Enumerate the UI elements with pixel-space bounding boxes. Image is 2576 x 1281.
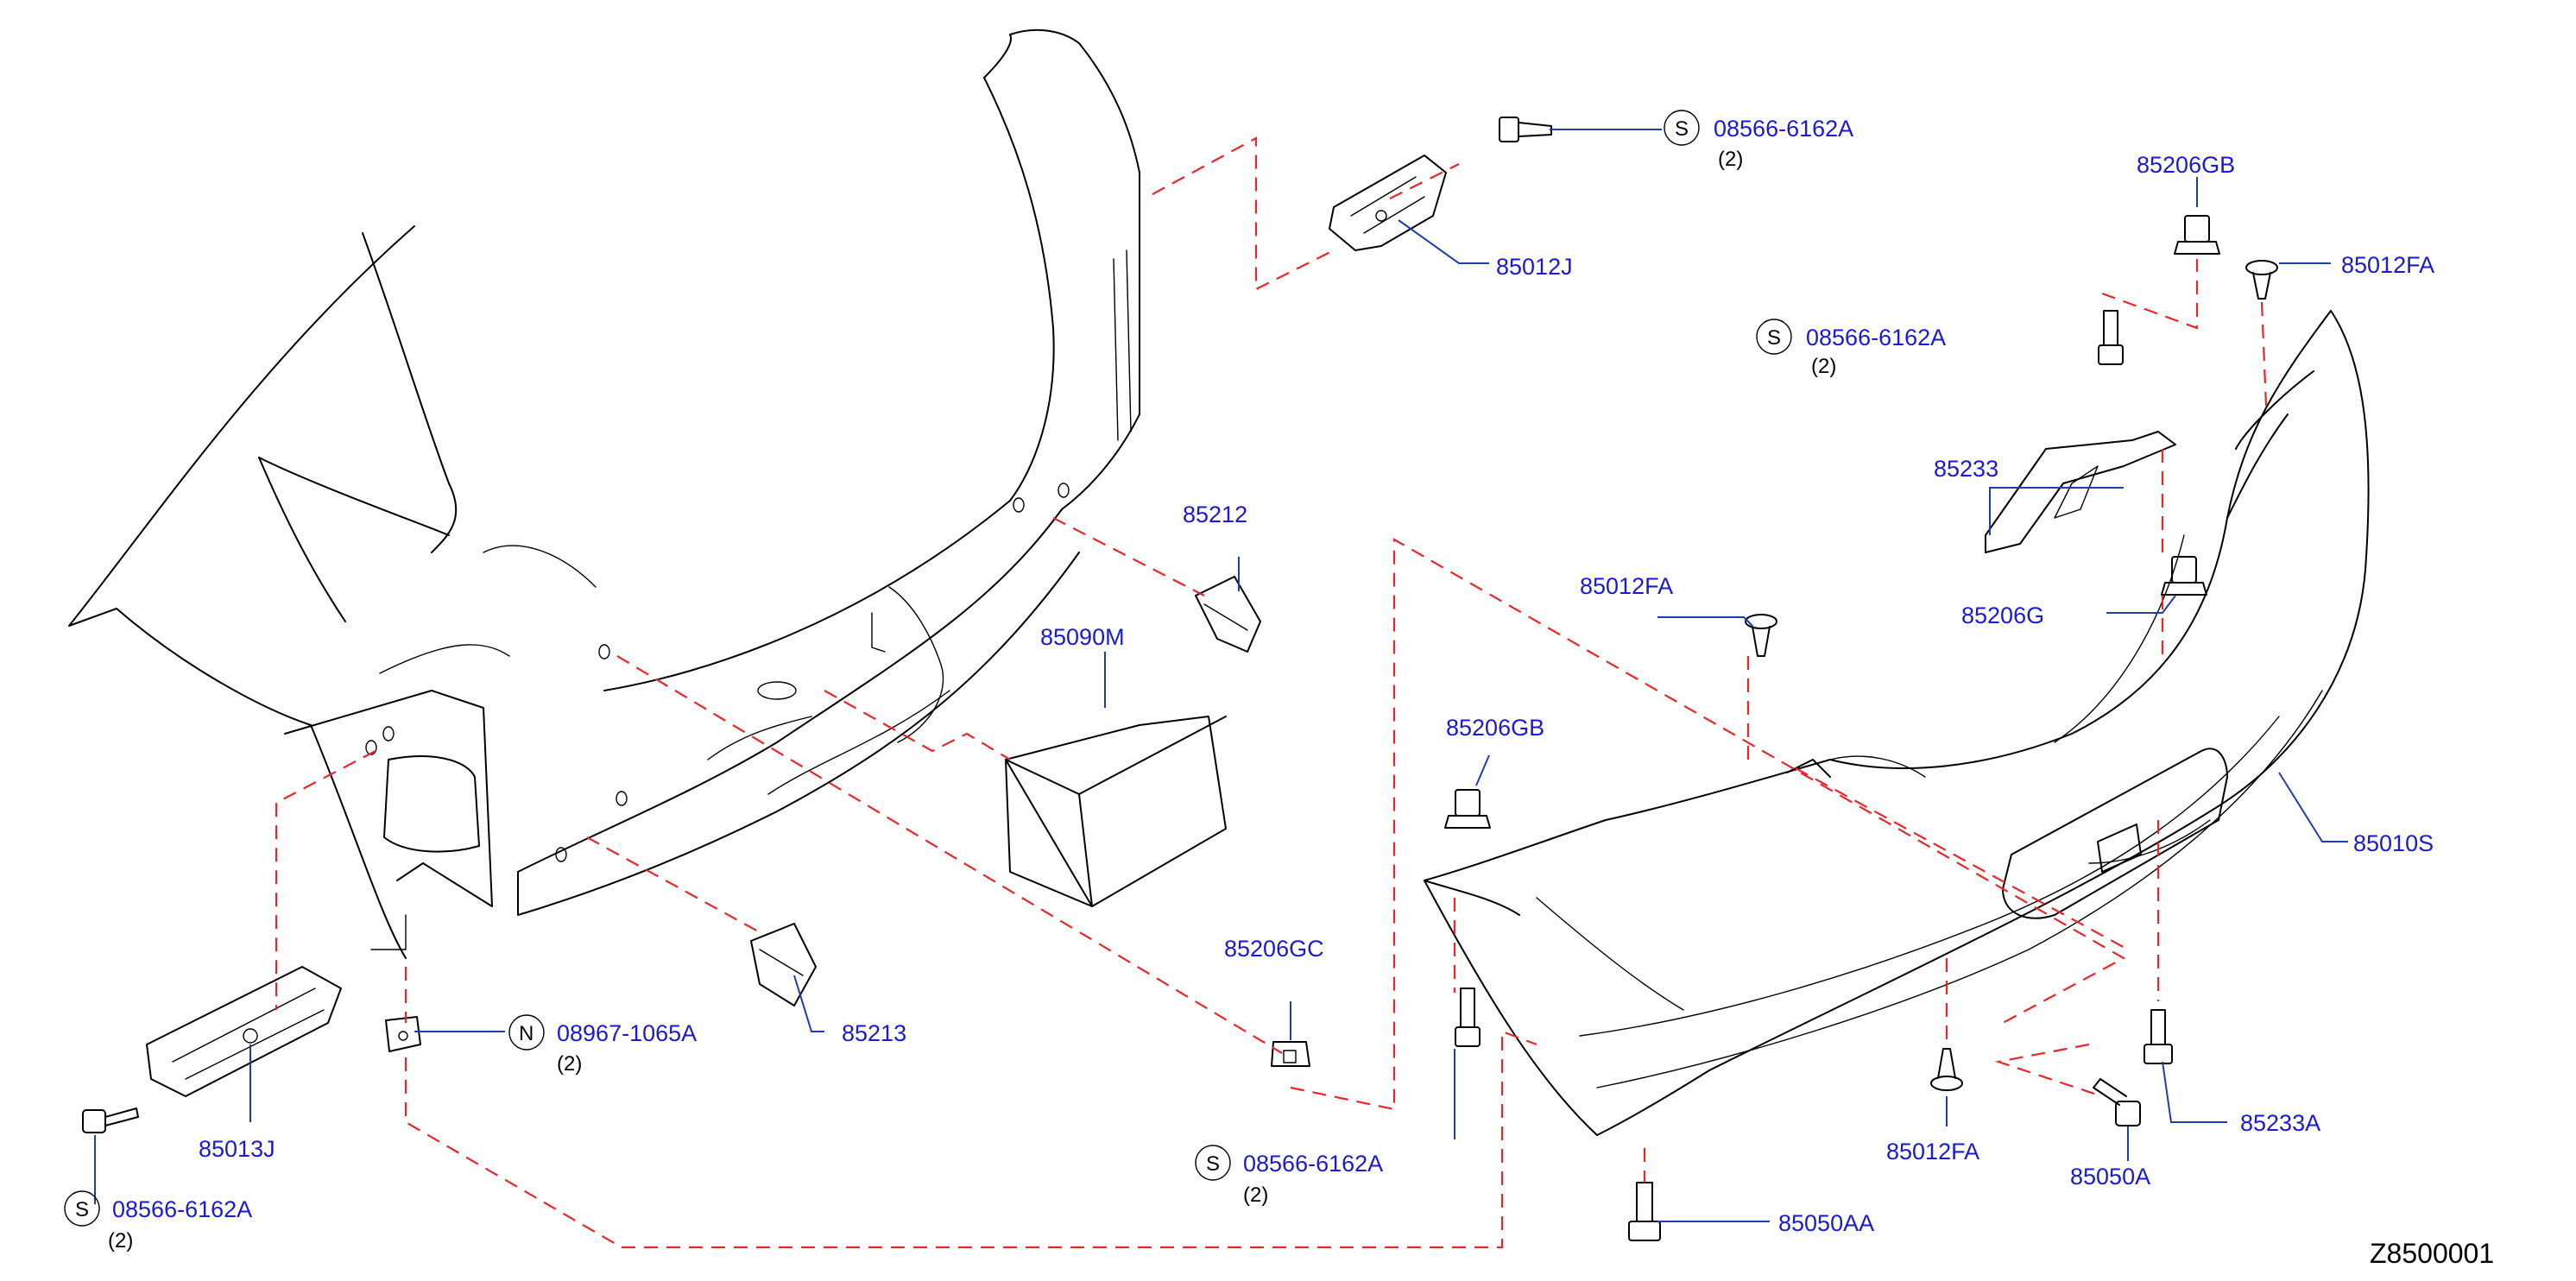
bumper-fascia: [1424, 310, 2370, 1136]
bolt-icon: [1455, 988, 1481, 1047]
part-label: 85233A: [2240, 1110, 2320, 1136]
part-label: 85012J: [1496, 254, 1573, 280]
part-label: 08566-6162A: [1243, 1151, 1383, 1177]
bolt-icon: [1499, 117, 1552, 142]
part-label: 85212: [1183, 502, 1247, 527]
clip-icon: [1745, 614, 1777, 657]
part-label: 85012FA: [1886, 1139, 1979, 1164]
assembly-lines: [275, 136, 2268, 1249]
part-label: 85050A: [2070, 1164, 2150, 1190]
part-label: 85233: [1934, 456, 1998, 482]
nut-icon: [385, 1016, 421, 1052]
clip-icon: [1930, 1048, 1963, 1091]
part-label: 85010S: [2353, 830, 2434, 856]
symbol-s: S: [75, 1198, 89, 1221]
leader-lines: [94, 129, 2348, 1222]
bracket-icon: [146, 966, 342, 1097]
foam-block-icon: [1005, 716, 1227, 907]
part-qty: (2): [557, 1052, 582, 1076]
clip-icon: [750, 923, 817, 1006]
clip-icon: [2245, 260, 2278, 300]
part-label: 85013J: [199, 1136, 275, 1162]
part-label: 85206G: [1961, 603, 2044, 628]
part-label: 85012FA: [2341, 252, 2434, 278]
bolt-icon: [2144, 1009, 2173, 1064]
part-labels: 08566-6162A (2) 85012J 85206GB 85012FA 0…: [108, 116, 2434, 1253]
symbol-s: S: [1767, 326, 1781, 350]
part-label: 85050AA: [1778, 1210, 1874, 1236]
clip-icon: [1271, 1041, 1310, 1067]
symbol-s: S: [1675, 117, 1689, 141]
symbol-s: S: [1206, 1152, 1220, 1176]
part-label: 08566-6162A: [1714, 116, 1853, 142]
part-label: 85206GB: [2137, 152, 2235, 178]
clip-icon: [2174, 215, 2220, 255]
diagram-id: Z8500001: [2370, 1238, 2494, 1269]
callout-symbols: S S N S S: [64, 110, 1792, 1227]
part-label: 08566-6162A: [112, 1196, 252, 1222]
part-qty: (2): [1811, 355, 1836, 378]
bolt-icon: [2098, 310, 2124, 365]
part-label: 08566-6162A: [1806, 325, 1946, 350]
part-qty: (2): [1243, 1183, 1268, 1207]
part-label: 85206GC: [1224, 936, 1324, 962]
symbol-n: N: [519, 1022, 534, 1045]
part-label: 08967-1065A: [557, 1020, 697, 1046]
bolt-icon: [2093, 1078, 2141, 1126]
bracket-icon: [1329, 155, 1447, 251]
part-label: 85213: [842, 1020, 906, 1046]
part-label: 85090M: [1040, 624, 1125, 650]
part-qty: (2): [1718, 148, 1743, 171]
rear-body-panel: [68, 28, 1140, 959]
bolt-icon: [1628, 1182, 1661, 1241]
clip-icon: [1444, 789, 1491, 829]
clip-icon: [2161, 556, 2207, 596]
clip-icon: [1195, 576, 1261, 653]
part-label: 85206GB: [1446, 715, 1544, 741]
part-qty: (2): [108, 1229, 133, 1253]
bolt-icon: [82, 1107, 139, 1133]
part-label: 85012FA: [1580, 573, 1673, 599]
bracket-icon: [1985, 431, 2176, 553]
